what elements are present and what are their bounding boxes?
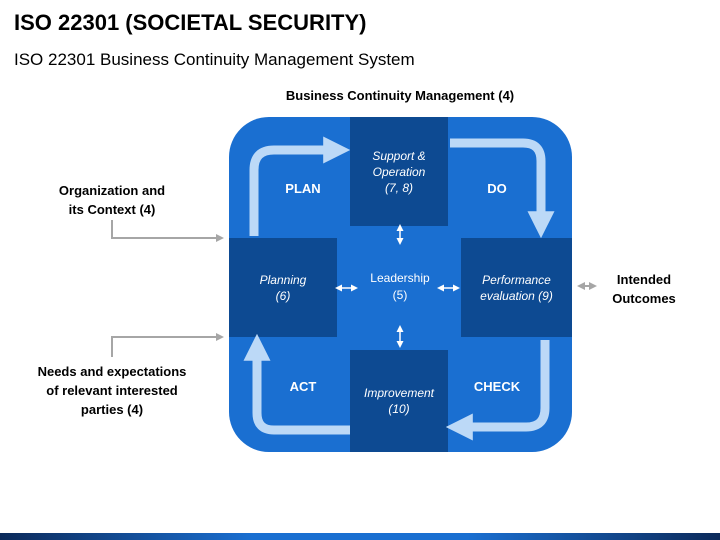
quadrant-act-label: ACT [289, 379, 317, 394]
quadrant-plan-label: PLAN [285, 181, 321, 196]
box-support-operation: Support & Operation (7, 8) [350, 117, 448, 226]
cycle-arrow-act [243, 333, 350, 435]
connector-context [111, 220, 224, 242]
cycle-arrow-check [445, 340, 550, 441]
quadrant-do-label: DO [487, 181, 507, 196]
input-context-label: Organization and its Context (4) [58, 183, 166, 217]
box-performance-evaluation: Performance evaluation (9) [461, 238, 572, 337]
box-planning: Planning (6) [229, 238, 337, 337]
output-outcomes-label: Intended Outcomes [612, 272, 676, 306]
footer-bar [0, 533, 720, 540]
input-needs-label: Needs and expectations of relevant inter… [37, 364, 187, 417]
page-title: ISO 22301 (SOCIETAL SECURITY) [14, 10, 367, 35]
center-leadership: Leadership (5) [370, 271, 430, 302]
cycle-arrow-plan [249, 136, 351, 236]
quadrant-check-label: CHECK [473, 379, 521, 394]
connector-needs [111, 333, 224, 357]
box-improvement: Improvement (10) [350, 350, 448, 452]
cycle-arrow-do [450, 138, 555, 239]
top-label: Business Continuity Management (4) [285, 88, 515, 103]
page-subtitle: ISO 22301 Business Continuity Management… [14, 50, 415, 69]
